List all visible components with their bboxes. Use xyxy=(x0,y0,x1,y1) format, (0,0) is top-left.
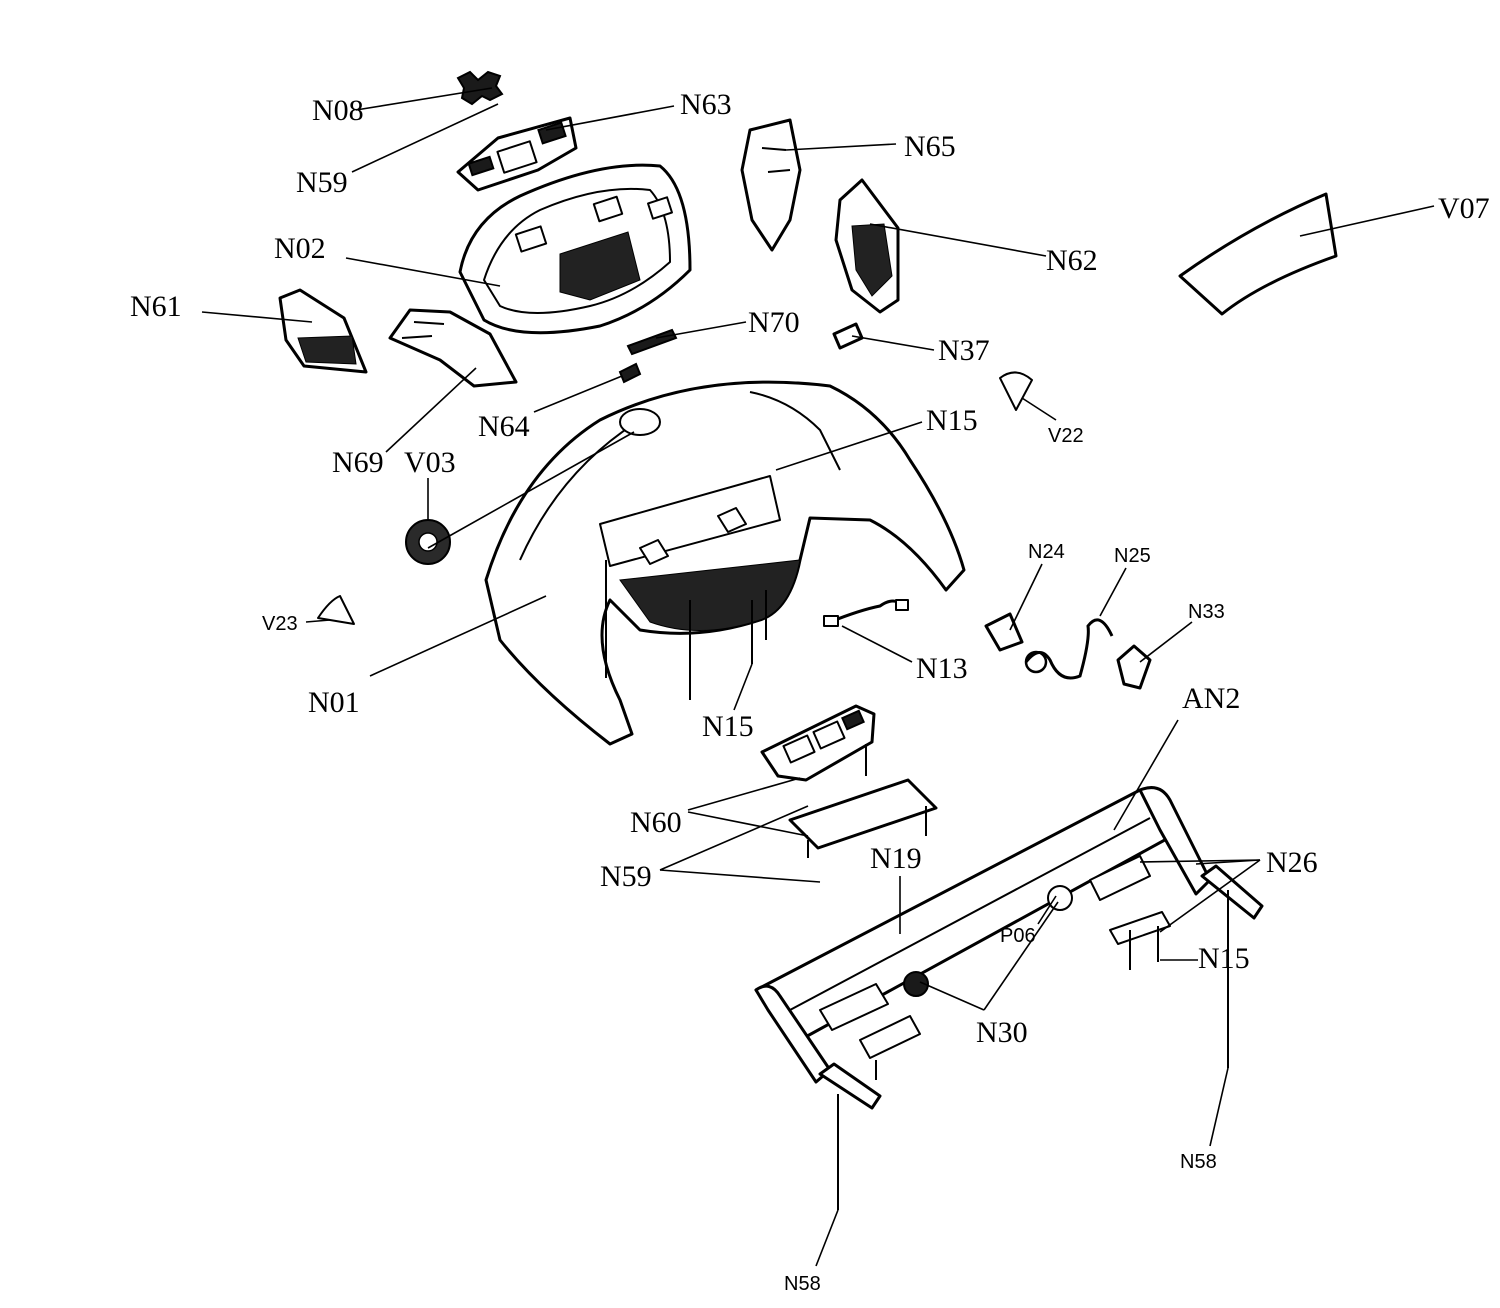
part-n59-plate xyxy=(788,778,938,850)
part-v07 xyxy=(1178,192,1338,316)
leader-lines xyxy=(201,87,1435,1267)
part-n08 xyxy=(456,70,504,106)
part-n65 xyxy=(740,118,802,252)
part-n24 xyxy=(984,612,1024,652)
part-n01 xyxy=(484,380,966,746)
label-n59-mid: N59 xyxy=(600,860,652,893)
label-n58-right: N58 xyxy=(1180,1151,1217,1173)
label-v07: V07 xyxy=(1438,192,1490,225)
label-n24: N24 xyxy=(1028,541,1065,563)
label-n26: N26 xyxy=(1266,846,1318,879)
part-n25 xyxy=(1024,618,1114,680)
part-n61 xyxy=(278,288,368,374)
label-n13: N13 xyxy=(916,652,968,685)
part-an2 xyxy=(754,786,1264,1110)
label-n63: N63 xyxy=(680,88,732,121)
label-n64: N64 xyxy=(478,410,530,443)
screw-group xyxy=(605,560,1229,1210)
label-an2: AN2 xyxy=(1182,682,1240,715)
label-n69: N69 xyxy=(332,446,384,479)
part-n70 xyxy=(626,328,678,356)
part-n63 xyxy=(456,116,578,192)
part-v03 xyxy=(405,519,451,565)
label-n65: N65 xyxy=(904,130,956,163)
part-n37 xyxy=(832,322,864,350)
label-n30: N30 xyxy=(976,1016,1028,1049)
label-n02: N02 xyxy=(274,232,326,265)
label-p06: P06 xyxy=(1000,925,1036,947)
label-n01: N01 xyxy=(308,686,360,719)
part-n13 xyxy=(823,599,909,627)
label-n08: N08 xyxy=(312,94,364,127)
part-n02 xyxy=(458,163,692,335)
label-n59-top: N59 xyxy=(296,166,348,199)
label-n61: N61 xyxy=(130,290,182,323)
label-n25: N25 xyxy=(1114,545,1151,567)
label-n58-bottom: N58 xyxy=(784,1273,821,1295)
label-v03: V03 xyxy=(404,446,456,479)
label-n15-mid: N15 xyxy=(702,710,754,743)
label-n62: N62 xyxy=(1046,244,1098,277)
labels: N08 N63 N59 N65 V07 N02 N62 N61 N70 N37 … xyxy=(130,88,1490,1295)
label-n33: N33 xyxy=(1188,601,1225,623)
part-n64 xyxy=(618,362,642,384)
part-n62 xyxy=(834,178,900,314)
part-v23 xyxy=(317,595,355,625)
label-n19: N19 xyxy=(870,842,922,875)
label-n70: N70 xyxy=(748,306,800,339)
label-n15-right: N15 xyxy=(1198,942,1250,975)
label-n15-top: N15 xyxy=(926,404,978,437)
label-n37: N37 xyxy=(938,334,990,367)
part-n60 xyxy=(760,704,876,782)
label-n60: N60 xyxy=(630,806,682,839)
part-v22 xyxy=(999,371,1033,411)
part-n69 xyxy=(388,308,518,388)
part-n33 xyxy=(1116,644,1152,690)
label-v23: V23 xyxy=(262,613,298,635)
label-v22: V22 xyxy=(1048,425,1084,447)
